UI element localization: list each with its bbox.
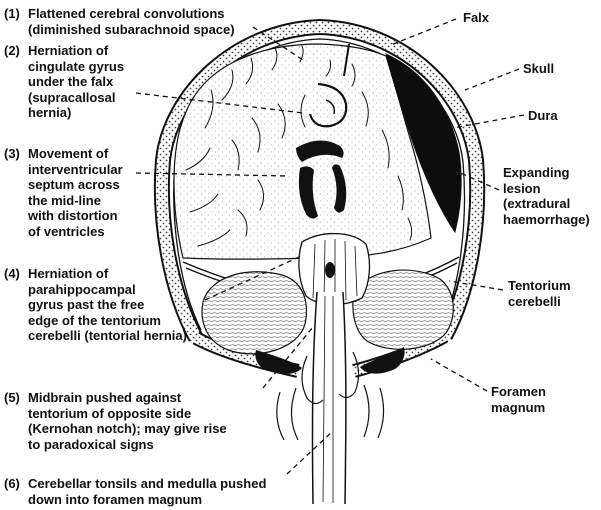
label-number: (4) <box>4 266 20 281</box>
left-label-3: (3) Movement of interventricular septum … <box>4 146 123 240</box>
left-label-1: (1) Flattened cerebral convolutions (dim… <box>4 6 235 37</box>
label-tentorium-cerebelli: Tentorium cerebelli <box>508 278 571 309</box>
label-number: (3) <box>4 146 20 161</box>
label-text: Tentorium cerebelli <box>508 278 571 309</box>
cerebellum <box>201 269 454 355</box>
leader-lines <box>135 18 525 475</box>
leader-line-tentorium <box>448 280 504 291</box>
leader-line-3 <box>135 172 290 177</box>
label-dura: Dura <box>528 108 558 124</box>
falx-line <box>343 43 350 77</box>
label-skull: Skull <box>523 61 554 77</box>
label-text: Skull <box>523 61 555 76</box>
label-text: Movement of interventricular septum acro… <box>28 146 123 239</box>
distorted-ventricles <box>296 140 347 219</box>
label-number: (6) <box>4 476 20 491</box>
label-number: (2) <box>4 43 20 58</box>
leader-line-lesion <box>446 166 500 191</box>
cingulate-herniation <box>308 82 348 128</box>
leader-line-dura <box>452 114 525 129</box>
label-text: Falx <box>463 10 490 25</box>
leader-line-2 <box>135 92 304 114</box>
skull-base-marks <box>255 347 405 374</box>
label-foramen-magnum: Foramen magnum <box>491 384 546 415</box>
label-text: Herniation of cingulate gyrus under the … <box>28 43 125 121</box>
cerebrum <box>173 43 432 260</box>
leader-line-6 <box>286 430 334 475</box>
dura-layer <box>173 38 466 331</box>
left-label-4: (4) Herniation of parahippocampal gyrus … <box>4 266 187 344</box>
leader-line-5 <box>262 326 314 389</box>
label-text: Flattened cerebral convolutions (diminis… <box>28 6 235 37</box>
label-text: Midbrain pushed against tentorium of opp… <box>28 390 227 452</box>
label-number: (1) <box>4 6 20 21</box>
medulla-spinal-cord <box>311 291 347 505</box>
left-label-6: (6) Cerebellar tonsils and medulla pushe… <box>4 476 266 507</box>
cerebellar-tonsils <box>276 351 385 441</box>
leader-line-1 <box>252 26 304 61</box>
leader-line-foramen <box>430 358 488 392</box>
leader-line-falx <box>390 18 457 46</box>
label-text: Herniation of parahippocampal gyrus past… <box>28 266 187 344</box>
label-text: Cerebellar tonsils and medulla pushed do… <box>28 476 267 507</box>
expanding-lesion-shape <box>385 53 462 234</box>
left-label-2: (2) Herniation of cingulate gyrus under … <box>4 43 124 121</box>
sulci-lines <box>185 45 413 247</box>
leader-line-skull <box>464 68 520 91</box>
label-number: (5) <box>4 390 20 405</box>
label-expanding-lesion: Expanding lesion (extradural haemorrhage… <box>503 165 590 227</box>
label-falx: Falx <box>463 10 489 26</box>
label-text: Foramen magnum <box>491 384 546 415</box>
left-label-5: (5) Midbrain pushed against tentorium of… <box>4 390 227 452</box>
midbrain <box>298 232 371 306</box>
label-text: Expanding lesion (extradural haemorrhage… <box>503 165 590 227</box>
label-text: Dura <box>528 108 558 123</box>
